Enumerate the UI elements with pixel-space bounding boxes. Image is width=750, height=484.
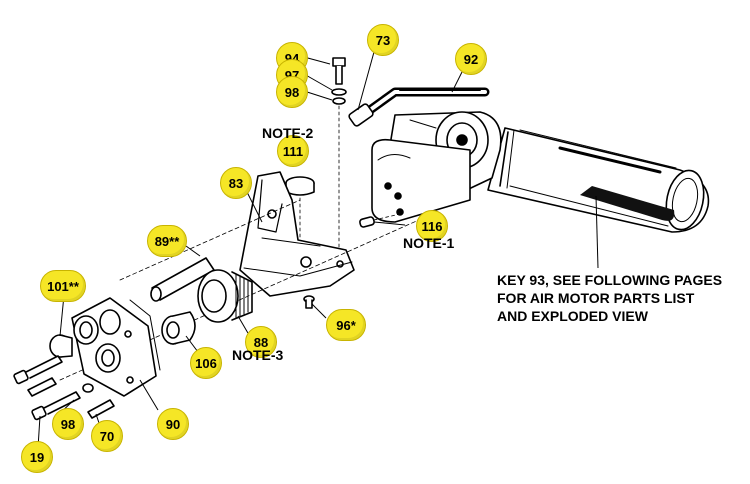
callout-106: 106 xyxy=(190,347,222,379)
callout-92: 92 xyxy=(455,43,487,75)
callout-88: 88 xyxy=(245,326,277,358)
callout-83: 83 xyxy=(220,167,252,199)
callout-111: 111 xyxy=(277,135,309,167)
bushing-106 xyxy=(161,311,196,345)
callout-98-top: 98 xyxy=(276,76,308,108)
housing-90 xyxy=(71,297,161,397)
nut-88 xyxy=(197,269,253,323)
key-93-note-line-1: KEY 93, SEE FOLLOWING PAGES xyxy=(497,272,723,288)
bracket-83 xyxy=(239,171,355,297)
note-2-label: NOTE-2 xyxy=(262,125,314,141)
screw-94 xyxy=(331,57,347,251)
key-93-note: KEY 93, SEE FOLLOWING PAGES FOR AIR MOTO… xyxy=(497,271,722,325)
callout-89: 89** xyxy=(147,225,187,257)
callout-96: 96* xyxy=(326,309,366,341)
screws-19 xyxy=(13,355,115,421)
air-hose xyxy=(348,87,490,127)
callout-116: 116 xyxy=(416,210,448,242)
pin-116 xyxy=(359,213,401,228)
cap-101 xyxy=(49,334,73,358)
note-1-label: NOTE-1 xyxy=(403,235,455,251)
callout-73: 73 xyxy=(367,24,399,56)
note-3-label: NOTE-3 xyxy=(232,347,284,363)
callout-19: 19 xyxy=(21,441,53,473)
callout-90: 90 xyxy=(157,408,189,440)
callout-70: 70 xyxy=(91,420,123,452)
air-motor-body xyxy=(487,127,710,233)
callout-101: 101** xyxy=(40,270,86,302)
screw-96 xyxy=(303,295,315,309)
callout-98-bottom: 98 xyxy=(52,408,84,440)
key-93-note-line-3: AND EXPLODED VIEW xyxy=(497,308,648,324)
key-93-note-line-2: FOR AIR MOTOR PARTS LIST xyxy=(497,290,695,306)
motor-housing xyxy=(371,111,502,223)
